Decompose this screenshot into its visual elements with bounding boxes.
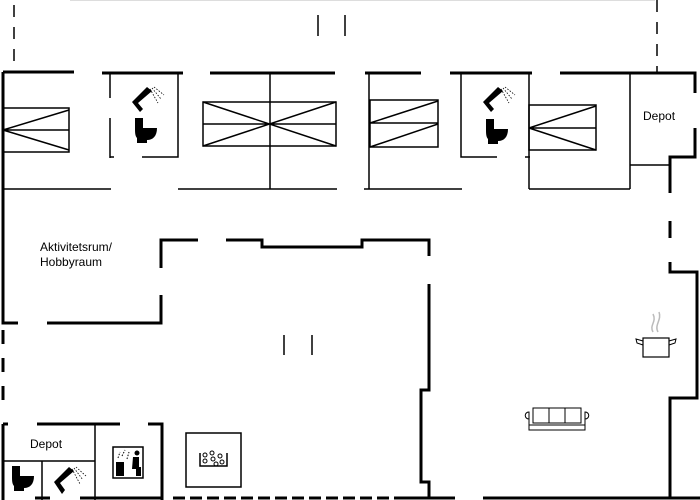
depot-top-label: Depot [643,109,676,123]
activity-room-label-line2: Hobbyraum [40,255,103,269]
bed-icon [528,104,597,151]
shower-icon [483,86,516,112]
terrace-outline [13,0,658,72]
jacuzzi-icon [185,432,242,488]
bed-icon [369,99,439,148]
activity-room-label-line1: Aktivitetsrum/ [40,240,113,254]
toilet-icon [12,466,34,491]
cooking-pot-icon [635,311,677,358]
interior-walls [3,73,670,500]
depot-bottom-label: Depot [30,437,63,451]
activity-room-label: Aktivitetsrum/ Hobbyraum [40,240,112,270]
bed-icon [202,101,337,147]
toilet-icon [135,118,157,143]
shower-icon [132,86,165,112]
shower-icon [54,466,87,494]
toilet-icon [486,119,508,144]
exterior-walls [1,70,700,500]
sauna-icon [112,446,144,479]
sofa-icon [524,407,590,431]
bed-icon [2,107,70,153]
